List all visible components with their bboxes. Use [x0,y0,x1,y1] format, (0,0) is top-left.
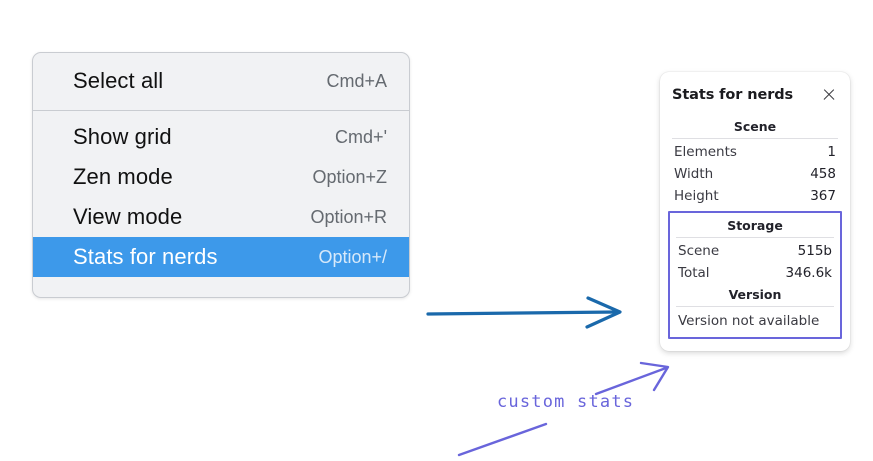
purple-underline-annotation [457,422,548,457]
section-rule [672,138,838,139]
close-icon[interactable] [820,86,838,104]
menu-item-label: View mode [73,204,183,229]
menu-item-shortcut: Cmd+' [335,126,387,147]
stat-row: Elements 1 [672,141,838,163]
custom-stats-annotation-label: custom stats [497,392,635,412]
menu-divider [33,110,409,111]
stat-key: Elements [674,144,737,160]
menu-item-shortcut: Option+R [310,206,387,227]
scene-section: Scene Elements 1 Width 458 Height 367 [672,116,838,207]
stat-value: 1 [827,144,836,160]
menu-item-shortcut: Option+Z [312,166,387,187]
menu-group-1: Select all Cmd+A [33,53,409,110]
stat-value: 367 [810,188,836,204]
storage-section: Storage Scene 515b Total 346.6k [676,215,834,284]
stats-for-nerds-panel: Stats for nerds Scene Elements 1 Width 4… [660,72,850,351]
custom-stats-highlight-box: Storage Scene 515b Total 346.6k Version … [668,211,842,339]
stat-row: Total 346.6k [676,262,834,284]
menu-item-view-mode[interactable]: View mode Option+R [33,197,409,237]
stat-key: Scene [678,243,720,259]
menu-footer-spacer [33,283,409,297]
stat-key: Width [674,166,714,182]
stats-panel-title: Stats for nerds [672,87,794,103]
version-value: Version not available [678,313,820,329]
blue-arrow-annotation [426,296,622,329]
scene-section-heading: Scene [733,119,777,134]
storage-section-heading: Storage [727,218,783,233]
menu-item-label: Stats for nerds [73,244,218,269]
stats-panel-header: Stats for nerds [672,86,838,104]
stat-row: Scene 515b [676,240,834,262]
section-rule [676,306,834,307]
stat-key: Height [674,188,719,204]
canvas-context-menu[interactable]: Select all Cmd+A Show grid Cmd+' Zen mod… [32,52,410,298]
menu-item-zen-mode[interactable]: Zen mode Option+Z [33,157,409,197]
menu-item-label: Select all [73,68,164,93]
menu-group-2: Show grid Cmd+' Zen mode Option+Z View m… [33,111,409,283]
menu-item-label: Show grid [73,124,172,149]
stat-row: Width 458 [672,163,838,185]
stat-value: 458 [810,166,836,182]
menu-item-select-all[interactable]: Select all Cmd+A [33,61,409,101]
menu-item-show-grid[interactable]: Show grid Cmd+' [33,117,409,157]
purple-arrow-annotation [594,361,670,396]
menu-item-shortcut: Option+/ [318,246,387,267]
stat-value: 515b [797,243,832,259]
stat-key: Total [678,265,710,281]
menu-item-label: Zen mode [73,164,173,189]
stat-row: Height 367 [672,185,838,207]
version-section: Version Version not available [676,284,834,331]
stat-value: 346.6k [785,265,832,281]
version-section-heading: Version [728,287,782,302]
section-rule [676,237,834,238]
menu-item-shortcut: Cmd+A [326,70,387,91]
menu-item-stats-for-nerds[interactable]: Stats for nerds Option+/ [33,237,409,277]
